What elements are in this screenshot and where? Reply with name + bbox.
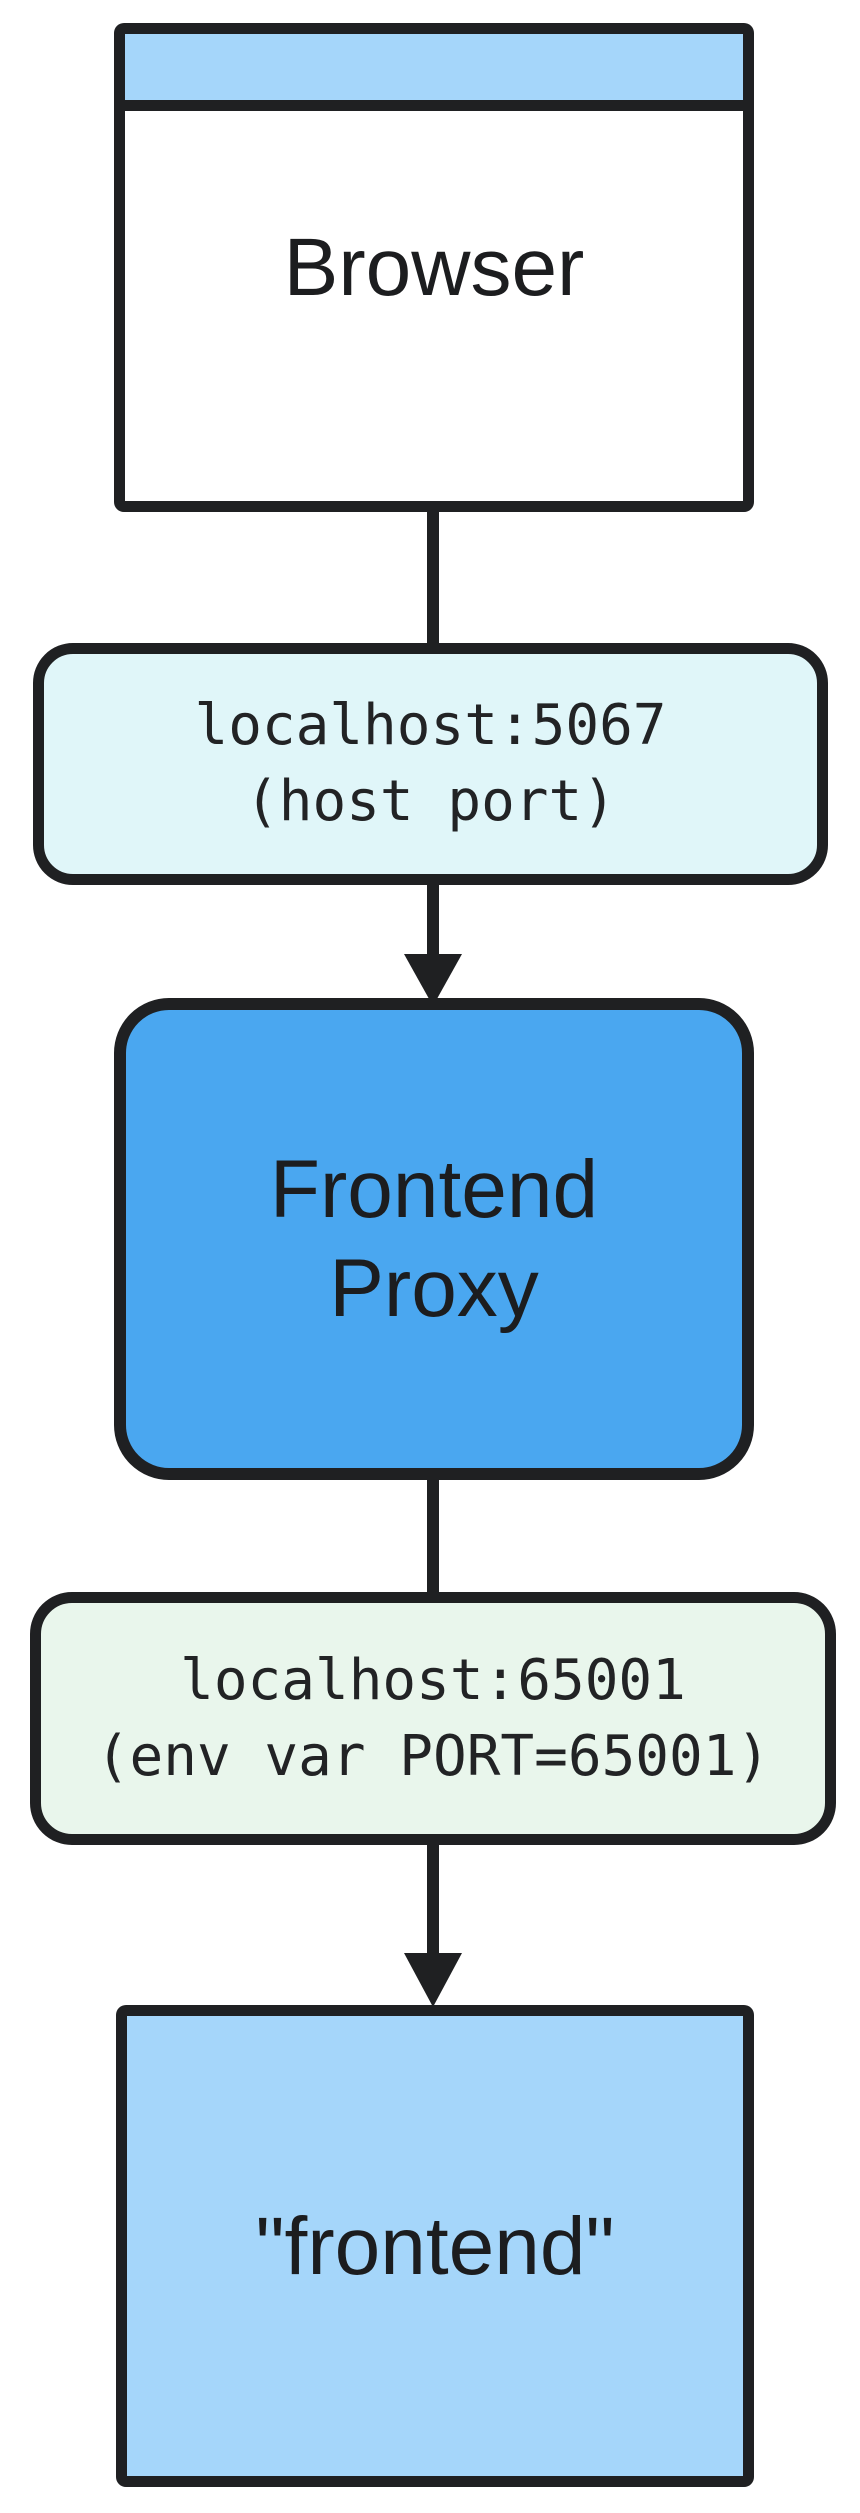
frontend-proxy-node: Frontend Proxy bbox=[114, 998, 754, 1480]
edge-label-host-port: localhost:5067 (host port) bbox=[33, 643, 828, 885]
frontend-container-node: "frontend" bbox=[116, 2005, 754, 2487]
host-port-line1: localhost:5067 bbox=[194, 693, 667, 758]
frontend-container-label: "frontend" bbox=[255, 2200, 615, 2292]
edge-line-browser-to-host-port bbox=[427, 510, 439, 645]
env-port-line2: (env var PORT=65001) bbox=[95, 1723, 771, 1789]
edge-line-proxy-to-env-port bbox=[427, 1478, 439, 1596]
proxy-label-line2: Proxy bbox=[329, 1243, 539, 1334]
edge-line-env-port-to-frontend bbox=[427, 1843, 439, 1957]
browser-node: Browser bbox=[114, 23, 754, 512]
browser-label-wrap: Browser bbox=[125, 34, 743, 501]
edge-label-env-port: localhost:65001 (env var PORT=65001) bbox=[30, 1592, 836, 1845]
browser-titlebar bbox=[125, 34, 743, 111]
env-port-line1: localhost:65001 bbox=[180, 1647, 686, 1713]
edge-line-host-port-to-proxy bbox=[427, 883, 439, 958]
arrowhead-down-icon bbox=[404, 1953, 462, 2007]
host-port-line2: (host port) bbox=[245, 769, 616, 834]
browser-label: Browser bbox=[283, 222, 585, 313]
proxy-label-line1: Frontend bbox=[269, 1144, 599, 1235]
